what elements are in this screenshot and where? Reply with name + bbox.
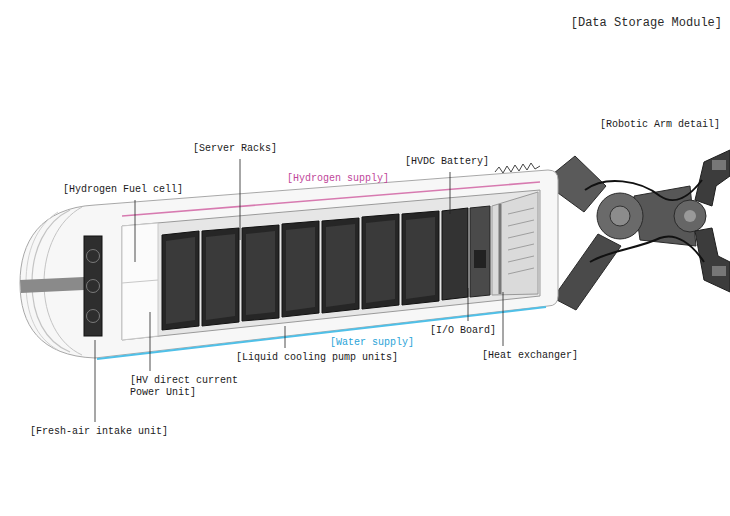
arm-joint <box>597 193 643 239</box>
hydraulic-hose <box>585 180 702 200</box>
hvdc-battery <box>442 208 468 300</box>
leader-line <box>450 172 451 214</box>
callout-label: [Fresh-air intake unit] <box>30 426 168 438</box>
hydraulic-hose <box>590 236 704 262</box>
leader-line <box>503 292 504 346</box>
intake-fan <box>87 310 100 323</box>
io-board <box>470 206 490 297</box>
slat <box>508 232 534 238</box>
leader-line <box>285 326 286 348</box>
leader-lines <box>95 159 503 422</box>
heat-exchanger-slats <box>508 208 534 274</box>
gripper-detail <box>712 160 726 170</box>
callout-label: [I/O Board] <box>430 325 496 337</box>
rack-door <box>206 234 235 320</box>
server-racks <box>162 211 439 330</box>
rack-door <box>166 237 195 324</box>
heat-exchanger-pipe <box>499 204 502 294</box>
heat-exchanger <box>492 192 538 295</box>
server-rack <box>362 214 399 309</box>
callout-label: [Server Racks] <box>193 143 277 155</box>
callout-label: [Robotic Arm detail] <box>600 119 720 131</box>
robotic-arm <box>543 150 730 310</box>
callout-label: [Hydrogen supply] <box>287 173 389 185</box>
server-rack <box>242 225 279 321</box>
arm-joint <box>674 200 706 232</box>
gripper-claw <box>695 228 730 292</box>
slat <box>508 244 534 250</box>
arm-link <box>553 234 621 310</box>
rack-door <box>246 231 275 315</box>
callout-label: [Water supply] <box>330 337 414 349</box>
slat <box>508 220 534 226</box>
module-shell <box>20 170 558 358</box>
module-interior <box>122 190 540 340</box>
callout-label: [HVDC Battery] <box>405 156 489 168</box>
air-intake-grille <box>84 236 102 336</box>
callout-label: [Liquid cooling pump units] <box>236 352 398 364</box>
fuel-cell-panel <box>122 223 158 340</box>
server-rack <box>402 211 439 305</box>
leader-line <box>468 288 469 321</box>
arm-joint <box>684 210 696 222</box>
panel-divider <box>122 280 158 283</box>
leader-line <box>135 200 136 262</box>
arm-joint <box>610 206 630 226</box>
intake-fan <box>87 250 100 263</box>
server-rack <box>202 228 239 326</box>
shell-band <box>20 277 84 293</box>
slat <box>508 268 534 274</box>
water-line <box>97 307 546 359</box>
rack-door <box>406 217 435 299</box>
gripper-claw <box>695 150 730 206</box>
io-board-detail <box>474 250 486 268</box>
server-rack <box>162 231 199 330</box>
callout-label: [Heat exchanger] <box>482 350 578 362</box>
callout-label: [Hydrogen Fuel cell] <box>63 184 183 196</box>
intake-fan <box>87 280 100 293</box>
hydrogen-line <box>122 182 540 216</box>
rack-door <box>286 227 315 311</box>
server-rack <box>322 218 359 313</box>
leader-line <box>95 340 96 422</box>
leader-line <box>150 312 151 371</box>
rack-door <box>366 220 395 303</box>
gripper-detail <box>712 266 726 276</box>
rack-door <box>326 224 355 307</box>
coil-spring <box>495 163 540 173</box>
diagram-title: [Data Storage Module] <box>571 16 722 30</box>
slat <box>508 256 534 262</box>
callout-label: [HV direct current Power Unit] <box>130 375 250 399</box>
leader-line <box>240 159 241 240</box>
slat <box>508 208 534 214</box>
server-rack <box>282 221 319 317</box>
